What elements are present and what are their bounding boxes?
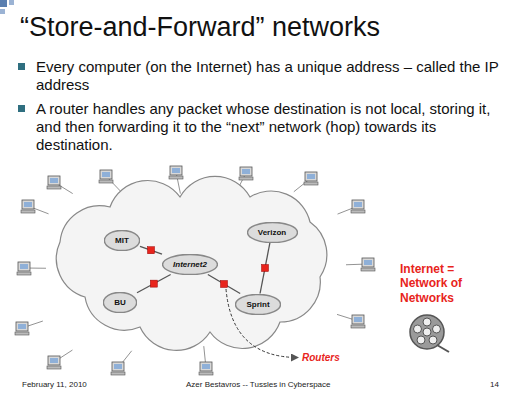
router-square — [221, 281, 228, 288]
note-text: Internet = Network of Networks — [400, 262, 505, 305]
network-name: Verizon — [247, 228, 298, 237]
computer-icon — [239, 167, 253, 180]
computers — [15, 166, 375, 375]
computer-icon — [47, 356, 61, 369]
network-link — [260, 243, 270, 294]
network-name: Sprint — [235, 300, 281, 309]
router-square — [150, 280, 157, 287]
network-name: MIT — [104, 236, 140, 245]
computer-icon — [351, 315, 365, 328]
network-link — [208, 275, 240, 294]
network-oval: BU — [103, 292, 137, 313]
router-square — [148, 247, 155, 254]
router-square — [262, 265, 269, 272]
footer-date: February 11, 2010 — [22, 380, 87, 389]
bullet-square — [18, 63, 25, 70]
computer-icon — [47, 176, 61, 189]
network-oval: MIT — [104, 230, 140, 251]
slide-title: “Store-and-Forward” networks — [20, 12, 380, 43]
corner-square — [9, 0, 14, 5]
network-link — [140, 246, 162, 254]
bullet-text: Every computer (on the Internet) has a u… — [36, 58, 506, 94]
computer-icon — [199, 362, 213, 375]
film-reel-icon — [410, 315, 449, 352]
bullet-text: A router handles any packet whose destin… — [36, 100, 506, 154]
network-oval: Internet2 — [162, 254, 218, 275]
network-name: BU — [103, 298, 137, 307]
bullet-square — [18, 105, 25, 112]
page-number: 14 — [490, 380, 499, 389]
footer-author: Azer Bestavros -- Tussles in Cyberspace — [186, 380, 331, 389]
computer-icon — [99, 170, 113, 183]
computer-icon — [169, 166, 183, 179]
network-name: Internet2 — [162, 260, 218, 269]
computer-icon — [17, 262, 31, 275]
computer-icon — [304, 172, 318, 185]
computer-icon — [361, 258, 375, 271]
network-oval: Verizon — [247, 222, 298, 243]
callout-label: Routers — [302, 352, 340, 363]
corner-square — [0, 9, 5, 14]
network-link — [137, 275, 171, 293]
computer-icon — [111, 362, 125, 375]
internet-cloud — [56, 176, 326, 350]
corner-square — [0, 0, 7, 7]
computer-icon — [351, 200, 365, 213]
computer-icon — [21, 200, 35, 213]
network-oval: Sprint — [235, 294, 281, 315]
callout-leader — [226, 289, 298, 358]
computer-icon — [15, 322, 29, 335]
